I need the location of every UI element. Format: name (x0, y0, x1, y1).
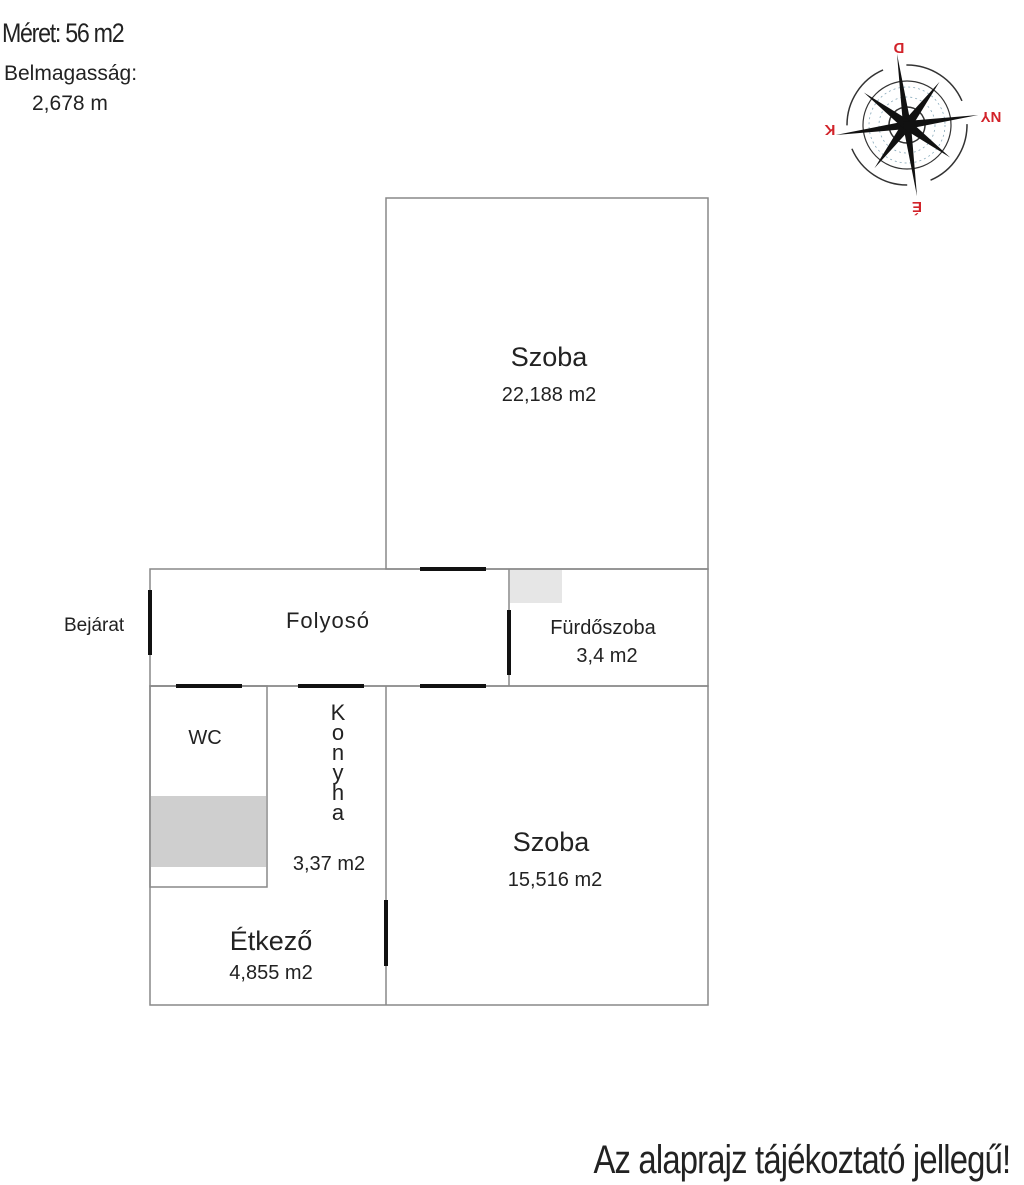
room-wc-name: WC (188, 727, 222, 749)
walls (149, 197, 709, 1006)
ceiling-height-value: 2,678 m (32, 92, 108, 115)
floor-size: Méret: 56 m2 (2, 18, 125, 48)
room-furdoszoba-name: Fürdőszoba (550, 617, 656, 639)
compass-south: D (893, 39, 904, 56)
room-etkezo-name: Étkező (229, 926, 313, 956)
shower-fixture (510, 570, 562, 603)
room-etkezo-area: 4,855 m2 (229, 962, 313, 984)
room-konyha-name: Konyha (330, 700, 348, 825)
room-konyha-area: 3,37 m2 (292, 853, 366, 875)
room-szoba-2-name: Szoba (512, 827, 590, 857)
wc-fixture (151, 796, 266, 867)
doors (148, 567, 511, 966)
room-szoba-1-area: 22,188 m2 (501, 384, 597, 406)
room-furdoszoba-area: 3,4 m2 (576, 645, 638, 667)
compass-east: K (824, 121, 835, 138)
entrance-label: Bejárat (64, 615, 125, 636)
room-szoba-2-area: 15,516 m2 (507, 869, 603, 891)
compass-icon: D É K NY (824, 39, 1002, 215)
ceiling-height-label: Belmagasság: (4, 62, 138, 85)
room-folyoso-name: Folyosó (285, 608, 371, 633)
disclaimer: Az alaprajz tájékoztató jellegű! (593, 1138, 1011, 1182)
compass-west: NY (981, 108, 1002, 125)
compass-north: É (912, 198, 922, 215)
room-szoba-1-name: Szoba (510, 342, 588, 372)
